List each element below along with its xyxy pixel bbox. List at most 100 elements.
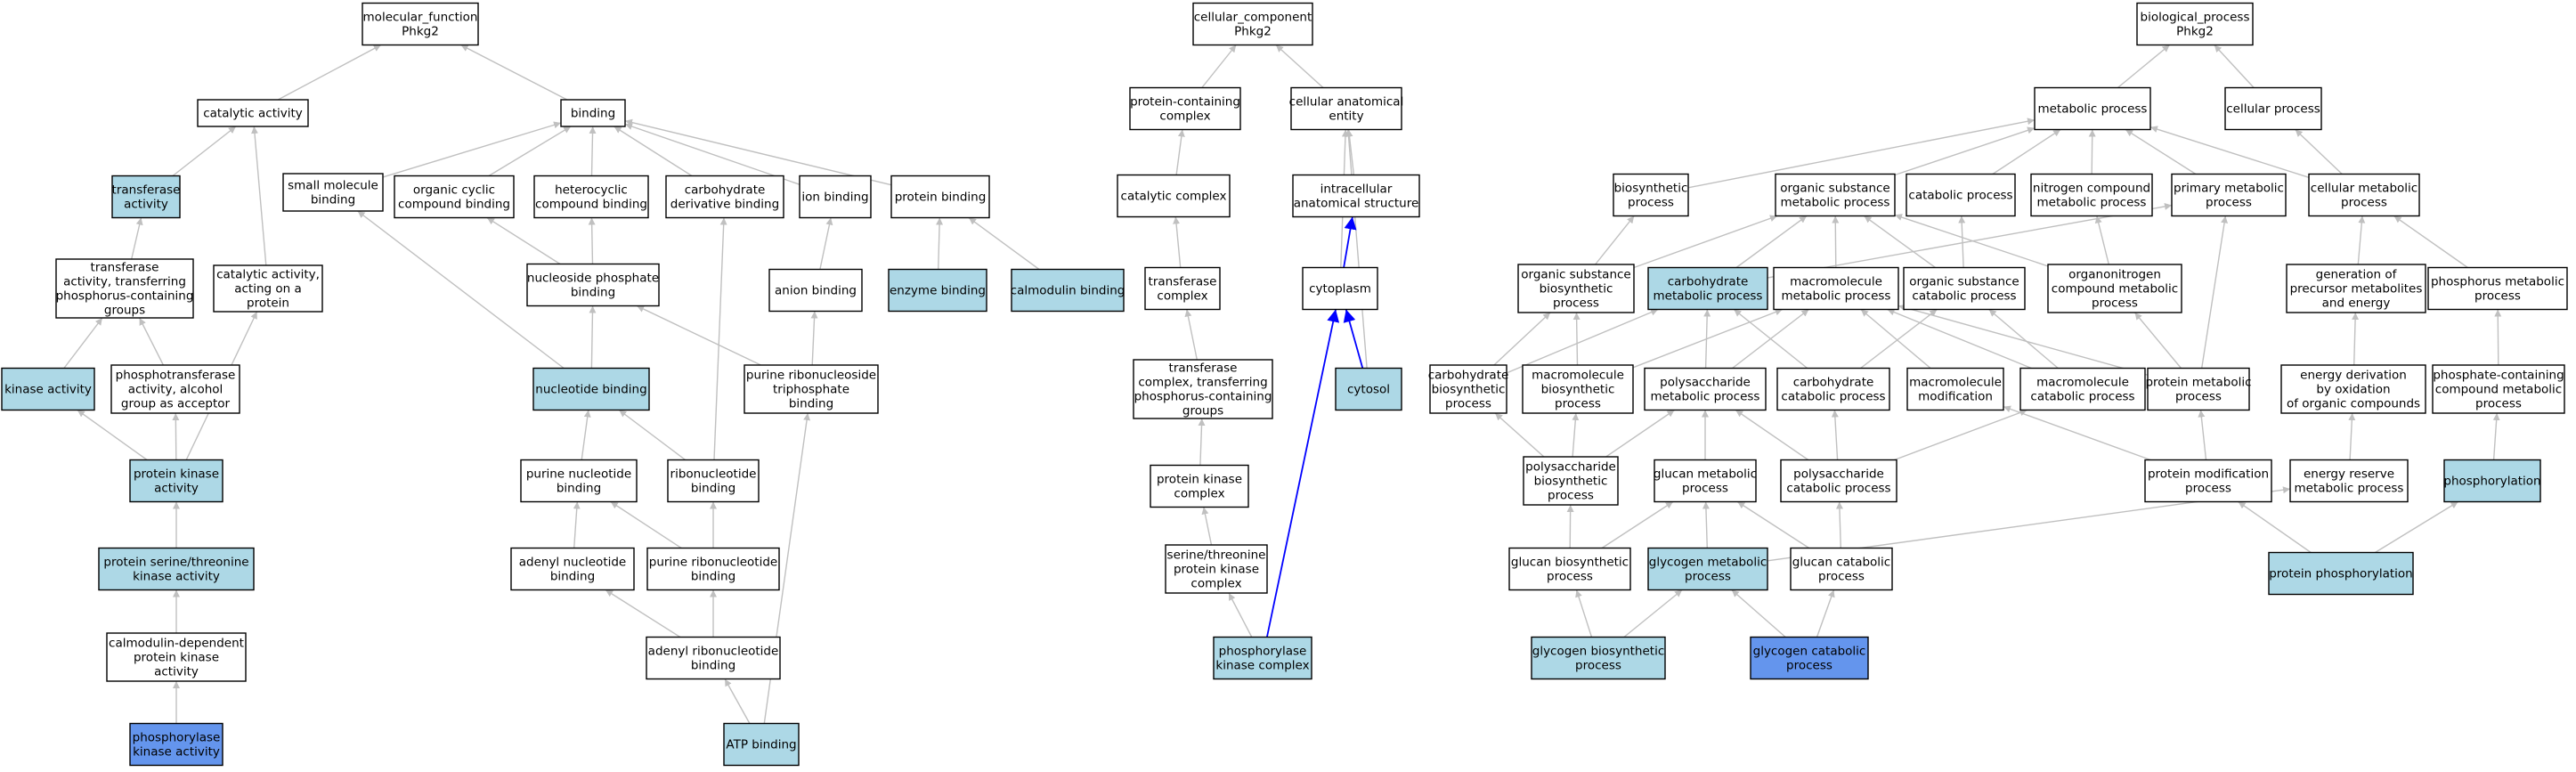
node-kinase-activity[interactable]: kinase activity bbox=[1, 367, 95, 411]
node-cellular-process[interactable]: cellular process bbox=[2224, 86, 2322, 131]
node-box bbox=[1750, 636, 1869, 680]
node-catabolic-process[interactable]: catabolic process bbox=[1906, 173, 2016, 217]
node-box bbox=[1129, 86, 1241, 131]
node-cytosol[interactable]: cytosol bbox=[1335, 367, 1402, 411]
node-box bbox=[1903, 266, 2026, 311]
edge-carbohydrate-biosynthetic-to-carbohydrate-metabolic bbox=[1506, 308, 1659, 374]
node-catalytic-activity[interactable]: catalytic activity bbox=[197, 99, 309, 127]
node-nucleotide-binding[interactable]: nucleotide binding bbox=[532, 367, 650, 411]
node-ion-binding[interactable]: ion binding bbox=[799, 175, 872, 219]
node-label: kinase activity bbox=[4, 383, 92, 397]
node-metabolic-process[interactable]: metabolic process bbox=[2034, 86, 2151, 131]
edge-polysaccharide-catabolic-to-macromolecule-catabolic bbox=[1894, 409, 2027, 461]
node-box bbox=[106, 632, 247, 682]
edge-phosphorylase-kinase-complex-to-ser-thr-kinase-complex bbox=[1228, 592, 1253, 638]
node-anion-binding[interactable]: anion binding bbox=[768, 268, 863, 313]
node-protein-phosphorylation[interactable]: protein phosphorylation bbox=[2268, 551, 2414, 596]
node-protein-binding[interactable]: protein binding bbox=[890, 175, 990, 219]
node-box bbox=[197, 99, 309, 127]
node-enzyme-binding[interactable]: enzyme binding bbox=[888, 268, 987, 313]
edge-energy-derivation-to-precursor-metabolites bbox=[2352, 312, 2360, 366]
node-cytoplasm[interactable]: cytoplasm bbox=[1302, 266, 1378, 311]
node-calmodulin-binding[interactable]: calmodulin binding bbox=[1011, 268, 1125, 313]
edge-polysaccharide-catabolic-to-polysaccharide-metabolic bbox=[1735, 409, 1809, 461]
edge-enzyme-binding-to-protein-binding bbox=[936, 217, 944, 270]
node-catalytic-complex[interactable]: catalytic complex bbox=[1117, 174, 1231, 218]
node-atp-binding[interactable]: ATP binding bbox=[723, 722, 800, 767]
edge-phosphorylase-kinase-complex-to-cytoplasm bbox=[1266, 309, 1340, 638]
node-binding[interactable]: binding bbox=[560, 99, 626, 127]
node-box bbox=[2144, 459, 2272, 503]
node-box bbox=[1654, 459, 1757, 503]
node-phosphorylation[interactable]: phosphorylation bbox=[2443, 459, 2541, 503]
